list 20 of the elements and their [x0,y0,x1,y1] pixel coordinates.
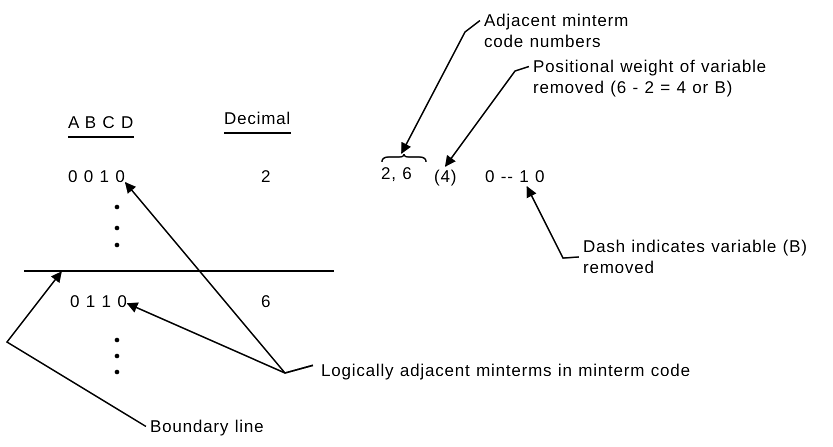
leader-line [526,186,580,259]
annotation-text: Boundary line [150,416,264,437]
leader-line [444,66,530,167]
reduced-term: 0 -- 1 0 [485,166,546,187]
annotation-text: Positional weight of variable removed (6 - 2 = 4 or B) [533,56,768,98]
annotation-text: Adjacent minterm code numbers [484,10,630,52]
leader-line [401,20,480,154]
weight-value: (4) [434,166,458,187]
boundary-line [24,270,334,272]
leader-line [6,271,146,428]
column-header: Decimal [224,108,292,134]
minterm-numbers: 2, 6 [381,163,414,184]
decimal-value: 6 [261,291,272,312]
binary-code: 0 0 1 0 [68,166,126,187]
annotation-text: Logically adjacent minterms in minterm code [321,360,692,381]
decimal-value: 2 [261,166,272,187]
leader-line [126,302,314,374]
annotation-text: Dash indicates variable (B) removed [583,236,809,278]
binary-code: 0 1 1 0 [70,291,128,312]
column-header: A B C D [68,112,134,138]
